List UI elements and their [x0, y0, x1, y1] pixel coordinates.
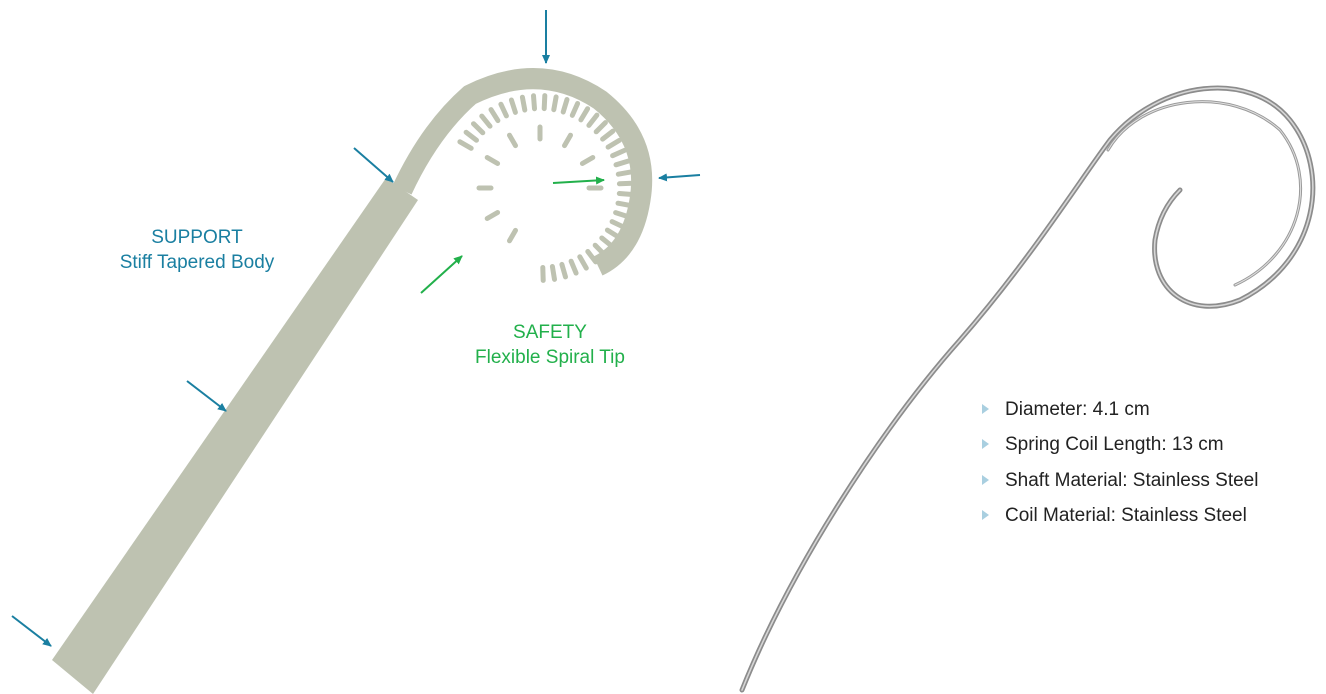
coil-dash	[619, 194, 632, 195]
coil-dash	[552, 267, 554, 280]
spec-item: Coil Material: Stainless Steel	[978, 504, 1258, 527]
coil-dash	[589, 115, 597, 125]
coil-dash	[501, 104, 507, 116]
support-arrow-bottom	[12, 616, 51, 646]
support-arrow-right	[659, 175, 700, 178]
coil-dash	[588, 252, 596, 262]
spec-text: Coil Material: Stainless Steel	[1005, 505, 1247, 526]
coil-dash	[466, 132, 476, 140]
coil-dash	[596, 123, 605, 132]
guidewire-illustration	[742, 88, 1313, 690]
coil-dash	[565, 135, 571, 145]
coil-dash	[612, 222, 624, 228]
coil-dash	[571, 261, 576, 273]
coil-dash	[616, 213, 628, 217]
coil-dash	[618, 172, 631, 174]
coil-dash	[544, 96, 545, 109]
spec-text: Spring Coil Length: 13 cm	[1005, 434, 1224, 455]
safety-subtitle: Flexible Spiral Tip	[440, 345, 660, 370]
coil-dash	[482, 116, 490, 126]
coil-dash	[608, 140, 619, 147]
support-label: SUPPORT Stiff Tapered Body	[92, 225, 302, 275]
coil-dash	[619, 183, 632, 184]
spec-item: Diameter: 4.1 cm	[978, 398, 1258, 421]
coil-dash	[487, 158, 497, 164]
schematic-guidewire	[52, 79, 642, 694]
spec-list: Diameter: 4.1 cm Spring Coil Length: 13 …	[978, 398, 1258, 539]
coil-dash	[616, 161, 629, 165]
coil-dash	[554, 97, 556, 110]
safety-arrow-center	[553, 180, 604, 183]
coil-dash	[618, 203, 631, 205]
bullet-triangle-icon	[982, 439, 989, 449]
coil-dash	[510, 230, 516, 240]
coil-dash	[602, 238, 612, 246]
coil-dash	[607, 230, 618, 237]
safety-arrow-lower-left	[421, 256, 462, 293]
coil-dash	[563, 100, 567, 113]
spec-item: Spring Coil Length: 13 cm	[978, 433, 1258, 456]
spec-item: Shaft Material: Stainless Steel	[978, 469, 1258, 492]
support-title: SUPPORT	[92, 225, 302, 250]
coil-dash	[522, 97, 524, 110]
spec-text: Shaft Material: Stainless Steel	[1005, 470, 1258, 491]
support-arrow-middle	[187, 381, 226, 411]
bullet-triangle-icon	[982, 510, 989, 520]
coil-dash	[534, 96, 535, 109]
coil-dash	[511, 100, 515, 112]
coil-dash	[491, 110, 498, 121]
coil-dash	[487, 213, 497, 219]
support-arrow-upper-left	[354, 148, 393, 182]
coil-dash	[562, 264, 566, 277]
bullet-triangle-icon	[982, 404, 989, 414]
safety-title: SAFETY	[440, 320, 660, 345]
coil-dash	[580, 257, 587, 268]
spec-text: Diameter: 4.1 cm	[1005, 399, 1150, 420]
coil-dash	[460, 142, 471, 149]
coil-dash	[510, 135, 516, 145]
coil-dash	[582, 158, 592, 164]
coil-dash	[603, 131, 613, 139]
coil-dash	[581, 109, 588, 120]
support-subtitle: Stiff Tapered Body	[92, 250, 302, 275]
coil-dash	[613, 150, 625, 155]
bullet-triangle-icon	[982, 475, 989, 485]
coil-dash	[572, 104, 577, 116]
coil-dash	[474, 124, 483, 133]
coil-dash	[595, 245, 604, 254]
safety-label: SAFETY Flexible Spiral Tip	[440, 320, 660, 370]
